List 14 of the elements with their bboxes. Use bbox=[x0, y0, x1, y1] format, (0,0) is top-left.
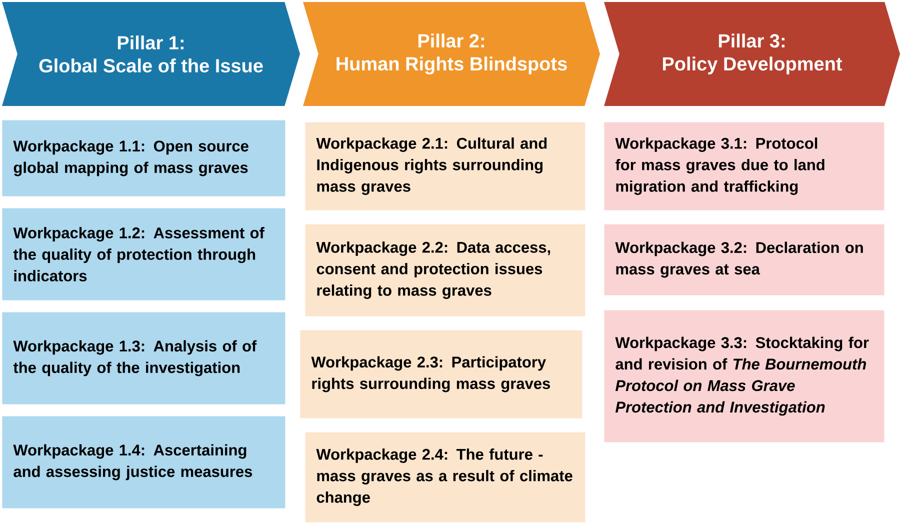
workpackage-box: Workpackage 1.4: Ascertaining and assessing justice measures bbox=[2, 416, 286, 508]
pillar-heading-banner: Pillar 2: Human Rights Blindspots bbox=[303, 2, 600, 106]
workpackage-box: Workpackage 3.3: Stocktaking for and revision of The Bournemouth Protocol on Mass Grave Protection and Investigation bbox=[604, 310, 884, 442]
workpackage-box: Workpackage 2.3: Participatory rights surrounding mass graves bbox=[300, 330, 582, 418]
pillar-heading-banner: Pillar 1: Global Scale of the Issue bbox=[2, 2, 300, 106]
workpackage-box: Workpackage 2.2: Data access, consent and protection issues relating to mass graves bbox=[305, 224, 586, 316]
pillar-heading-banner: Pillar 3: Policy Development bbox=[604, 2, 900, 106]
workpackage-box: Workpackage 3.2: Declaration on mass graves at sea bbox=[604, 224, 884, 296]
workpackage-box: Workpackage 2.4: The future - mass graves as a result of climate change bbox=[305, 432, 586, 522]
workpackage-box: Workpackage 1.1: Open source global mapping of mass graves bbox=[2, 120, 286, 196]
workpackage-box: Workpackage 1.2: Assessment of the quality of protection through indicators bbox=[2, 208, 286, 300]
workpackage-box: Workpackage 3.1: Protocol for mass graves due to land migration and trafficking bbox=[604, 122, 884, 210]
workpackage-box: Workpackage 2.1: Cultural and Indigenous rights surrounding mass graves bbox=[305, 122, 586, 210]
workpackage-box: Workpackage 1.3: Analysis of of the quality of the investigation bbox=[2, 312, 286, 404]
